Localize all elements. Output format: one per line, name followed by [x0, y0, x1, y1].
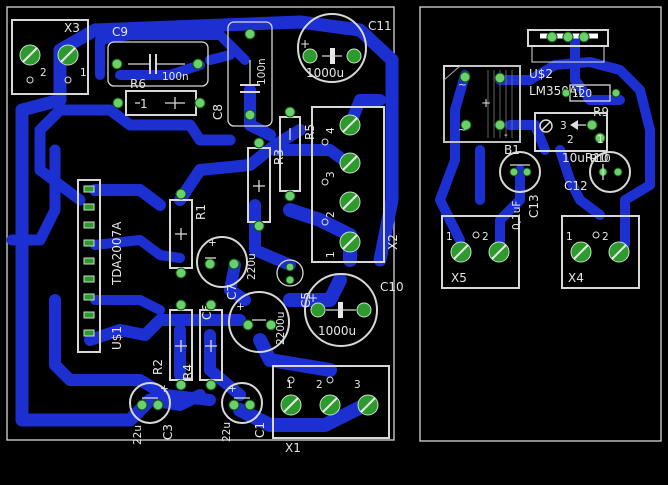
bridge-rectifier: + - ~ ~ — [443, 65, 521, 143]
c1-plus: + — [228, 383, 237, 395]
trim-pin3-label: 3 — [560, 120, 567, 132]
r10-label: R10 — [590, 153, 611, 165]
c3-value: 22u — [132, 425, 144, 445]
bridge-ac1: ~ — [458, 79, 467, 91]
c10-value: 1000u — [318, 324, 356, 338]
x3-pin1-label: 1 — [80, 67, 87, 79]
capacitor-c7: + C7 220u — [196, 236, 258, 300]
x3-label: X3 — [64, 21, 80, 35]
connector-x4: 1 2 X4 — [561, 215, 640, 289]
resistor-r2: R2 — [151, 299, 193, 391]
capacitor-c1: + C1 22u — [221, 382, 267, 442]
x1-pin1-label: 1 — [286, 379, 293, 391]
bridge-ac2: ~ — [458, 124, 467, 136]
ic1-part: TDA2007A — [110, 221, 124, 286]
bridge-plus: + — [481, 96, 491, 110]
c13-label: C13 — [527, 194, 541, 218]
x5-pin2-label: 2 — [482, 231, 489, 243]
capacitor-c9: C9 100n — [107, 25, 209, 87]
connector-x1: 1 2 3 X1 — [272, 365, 390, 455]
capacitor-c11: + C11 1000u — [297, 13, 392, 83]
capacitor-c10: + C10 1000u — [304, 273, 404, 347]
capacitor-c8: 100n C8 — [211, 21, 273, 127]
u2-ref: U$2 — [529, 67, 553, 81]
x5-pin1-label: 1 — [446, 231, 453, 243]
x4-label: X4 — [568, 271, 584, 285]
capacitor-c6: + 2200u C6 — [200, 291, 290, 353]
board-outline-right — [419, 6, 662, 442]
capacitor-c12: C12 — [564, 151, 631, 193]
c12-value: 10uR10 — [562, 151, 608, 165]
resistor-r10-label-group: R10 — [590, 153, 611, 165]
c10-label: C10 — [380, 280, 404, 294]
c9-value: 100n — [162, 71, 189, 83]
c1-label: C1 — [253, 422, 267, 438]
c11-value: 1000u — [306, 66, 344, 80]
r6-value: 1 — [140, 97, 148, 111]
r2-label: R2 — [151, 359, 165, 375]
bridge-minus: - — [504, 129, 508, 141]
c10-plus: + — [308, 291, 318, 305]
x1-label: X1 — [285, 441, 301, 455]
c6-plus: + — [236, 301, 245, 313]
resistor-r10: 120 — [561, 84, 621, 102]
ic-tda2007a: TDA2007A U$1 — [77, 179, 124, 353]
r1-label: R1 — [194, 204, 208, 220]
x4-pin2-label: 2 — [602, 231, 609, 243]
r6-label: R6 — [130, 77, 146, 91]
c3-plus: + — [160, 383, 169, 395]
resistor-r4: R4 — [181, 299, 223, 391]
c6-value: 2200u — [275, 312, 287, 345]
ic1-ref: U$1 — [110, 326, 124, 350]
x1-pin2-label: 2 — [316, 379, 323, 391]
board-outline-left — [6, 6, 395, 441]
resistor-r3: R3 — [247, 137, 286, 232]
r10-value-inline: 120 — [572, 88, 592, 100]
c9-label: C9 — [112, 25, 128, 39]
x2-pin3-label: 3 — [325, 171, 337, 178]
c8-value: 100n — [256, 58, 268, 85]
r5-label: R5 — [303, 124, 317, 140]
trim-pin1-label: 1 — [597, 134, 604, 146]
trim-pin2-label: 2 — [567, 134, 574, 146]
trimmer-potentiometer: 3 2 1 10uR10 — [534, 112, 608, 165]
copper-layer-right — [435, 35, 655, 255]
x3-pin2-label: 2 — [40, 67, 47, 79]
connector-x2: 4 3 2 1 X2 — [311, 106, 400, 263]
c7-plus: + — [208, 237, 217, 249]
connector-x3: X3 2 1 — [11, 19, 89, 95]
c8-label: C8 — [211, 104, 225, 120]
capacitor-c3: + C3 22u — [129, 382, 175, 445]
x1-pin3-label: 3 — [354, 379, 361, 391]
connector-x5: 1 2 X5 — [441, 215, 520, 289]
c7-label: C7 — [225, 284, 239, 300]
x2-pin1-label: 1 — [325, 251, 337, 258]
c1-value: 22u — [221, 422, 233, 442]
x4-pin1-label: 1 — [566, 231, 573, 243]
x2-label: X2 — [386, 234, 400, 250]
resistor-r1: R1 — [169, 188, 208, 279]
resistor-r6: R6 1 — [112, 77, 206, 116]
c11-plus: + — [300, 37, 310, 51]
c7-value: 220u — [246, 253, 258, 280]
x2-pin4-label: 4 — [325, 127, 337, 134]
c11-label: C11 — [368, 19, 392, 33]
c12-label: C12 — [564, 179, 588, 193]
x5-label: X5 — [451, 271, 467, 285]
r4-label: R4 — [181, 364, 195, 380]
c3-label: C3 — [161, 424, 175, 440]
b1-label: B1 — [504, 143, 520, 157]
x2-pin2-label: 2 — [325, 211, 337, 218]
resistor-r5: R5 — [279, 106, 317, 202]
r3-label: R3 — [272, 149, 286, 165]
